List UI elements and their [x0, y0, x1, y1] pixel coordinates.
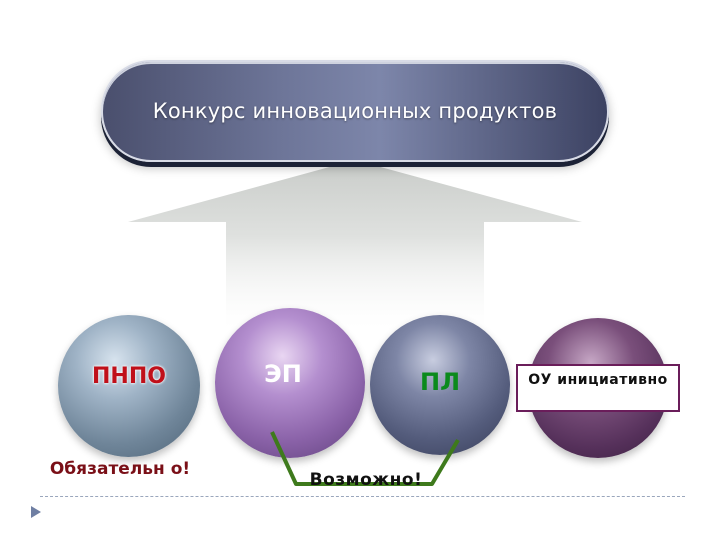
sphere-ep: [215, 308, 365, 458]
sphere-pnpo: [58, 315, 200, 457]
label-ep: ЭП: [264, 360, 302, 388]
bullet-arrow-icon: [31, 506, 41, 518]
sphere-pl: [370, 315, 510, 455]
note-possible: Возможно!: [309, 470, 423, 490]
title-text: Конкурс инновационных продуктов: [152, 99, 558, 123]
dotted-divider: [40, 496, 685, 497]
note-mandatory: Обязательн о!: [49, 459, 191, 479]
label-ou: ОУ инициативно: [516, 364, 680, 412]
title-banner: [101, 60, 609, 162]
label-pl: ПЛ: [419, 368, 461, 396]
label-pnpo: ПНПО: [92, 364, 166, 389]
